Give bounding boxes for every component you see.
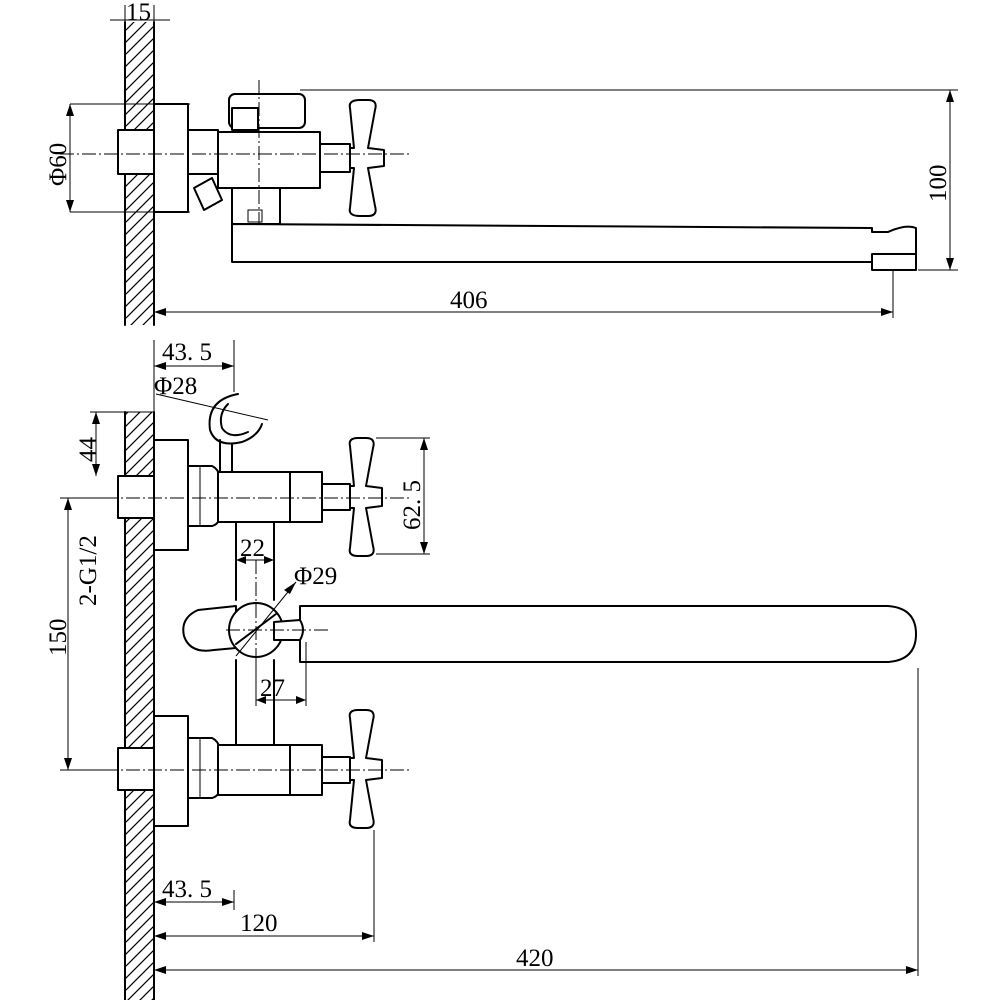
front-view: 43. 5 Φ28 44 2-G1/2 62. 5 22 Φ29 — [45, 339, 919, 1000]
diverter-lever — [182, 605, 237, 652]
dim-top-spout-reach: 406 — [450, 287, 488, 314]
spout-front — [299, 605, 917, 663]
dim-flange-44: 44 — [75, 437, 102, 463]
dim-diverter-lever: 27 — [260, 675, 285, 702]
dim-handle-span: 62. 5 — [399, 480, 426, 530]
dim-bottom-offset: 43. 5 — [162, 876, 212, 903]
dim-diverter-diameter: Φ29 — [294, 563, 337, 590]
dim-body-width: 22 — [240, 535, 265, 562]
dim-wall-thickness: 15 — [126, 0, 151, 26]
flange-top — [153, 103, 189, 213]
dim-spout-reach: 420 — [516, 945, 554, 972]
top-view: 15 Φ60 100 406 — [45, 0, 958, 326]
spout-top — [231, 223, 917, 269]
dim-holder-diameter: Φ28 — [154, 373, 197, 400]
dim-thread-spec: 2-G1/2 — [75, 535, 102, 606]
dim-holder-offset: 43. 5 — [162, 339, 212, 366]
cross-handle-top — [348, 99, 385, 217]
cross-handle-upper — [348, 437, 383, 557]
dim-handle-reach: 120 — [240, 910, 278, 937]
cross-handle-lower — [348, 709, 383, 829]
dim-center-distance: 150 — [45, 619, 72, 657]
dim-flange-diameter: Φ60 — [45, 143, 72, 186]
dim-top-height: 100 — [925, 165, 952, 203]
